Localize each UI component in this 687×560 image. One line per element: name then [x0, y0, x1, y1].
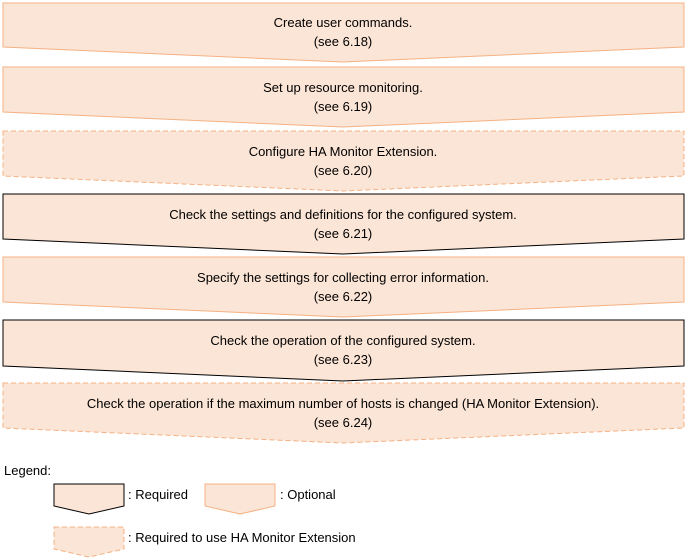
step-7-shape: [2, 382, 685, 444]
step-5-shape: [2, 256, 685, 318]
step-4-ref: (see 6.21): [314, 226, 373, 241]
step-3-shape: [2, 130, 685, 192]
step-1-shape: [2, 2, 685, 63]
step-5: Specify the settings for collecting erro…: [2, 256, 685, 318]
step-3-ref: (see 6.20): [314, 163, 373, 178]
legend-optional-label: : Optional: [280, 487, 336, 502]
step-3-title: Configure HA Monitor Extension.: [249, 144, 438, 159]
step-2-ref: (see 6.19): [314, 99, 373, 114]
legend-title: Legend:: [4, 463, 51, 478]
step-6-title: Check the operation of the configured sy…: [210, 333, 475, 348]
step-7-ref: (see 6.24): [314, 415, 373, 430]
step-1-title: Create user commands.: [274, 15, 413, 30]
step-5-ref: (see 6.22): [314, 289, 373, 304]
legend-ha-shape: [53, 526, 125, 558]
legend-required-label: : Required: [128, 487, 188, 502]
step-6-ref: (see 6.23): [314, 352, 373, 367]
step-6: Check the operation of the configured sy…: [2, 319, 685, 382]
step-6-shape: [2, 319, 685, 382]
legend: Legend: : Required : Optional : Required…: [4, 463, 356, 558]
step-4: Check the settings and definitions for t…: [2, 193, 685, 255]
step-1-ref: (see 6.18): [314, 34, 373, 49]
step-7: Check the operation if the maximum numbe…: [2, 382, 685, 444]
step-3: Configure HA Monitor Extension. (see 6.2…: [2, 130, 685, 192]
step-5-title: Specify the settings for collecting erro…: [197, 270, 489, 285]
step-4-title: Check the settings and definitions for t…: [169, 207, 517, 222]
step-2-title: Set up resource monitoring.: [263, 80, 423, 95]
step-7-title: Check the operation if the maximum numbe…: [87, 396, 599, 411]
step-1: Create user commands. (see 6.18): [2, 2, 685, 63]
legend-optional-shape: [204, 483, 276, 515]
legend-ha-label: : Required to use HA Monitor Extension: [128, 530, 356, 545]
step-2-shape: [2, 66, 685, 128]
step-2: Set up resource monitoring. (see 6.19): [2, 66, 685, 128]
step-4-shape: [2, 193, 685, 255]
legend-required-shape: [53, 483, 125, 515]
